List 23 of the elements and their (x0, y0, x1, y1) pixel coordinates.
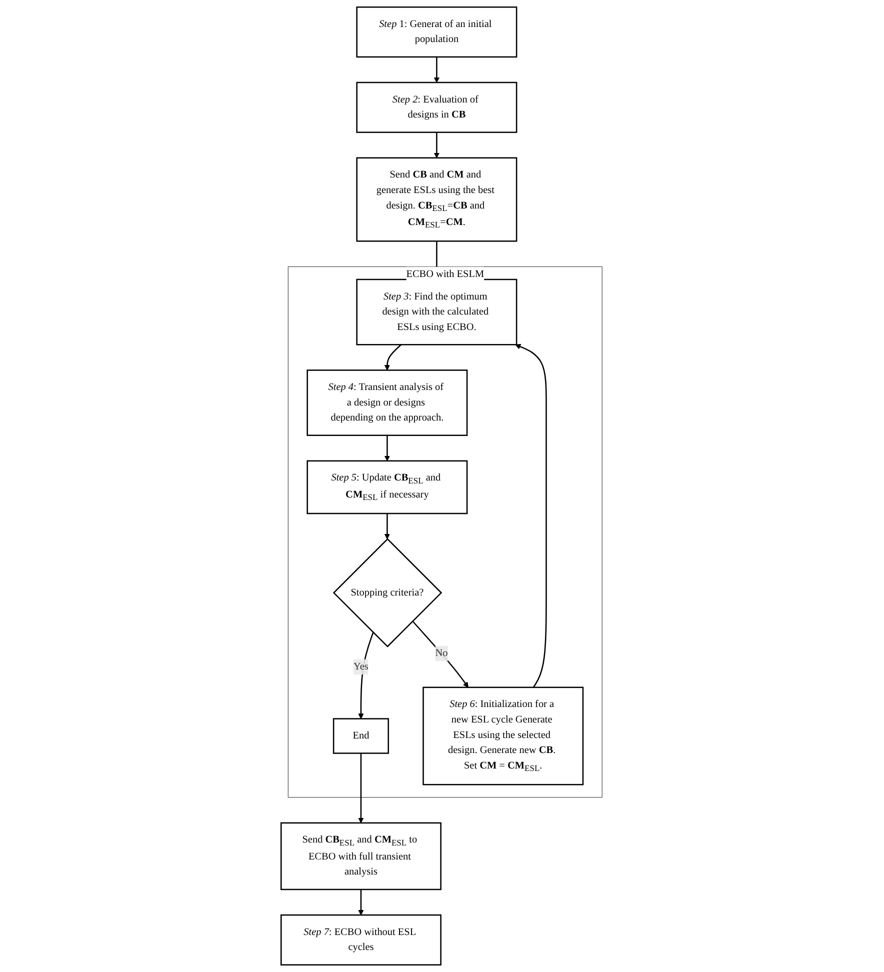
edge-label: Yes (354, 661, 369, 672)
edge-label: No (436, 648, 448, 659)
node-box: Step 7: ECBO without ESL cycles (280, 914, 442, 966)
arrow (384, 344, 402, 370)
node-box: Step 5: Update CB$_{ESL}$ and CM$_{ESL}$ if necessary (307, 460, 468, 514)
arrow (384, 514, 390, 540)
arrow (434, 56, 440, 83)
node-diamond: Stopping criteria? (333, 538, 443, 648)
arrow (358, 632, 374, 720)
node-box: Step 2: Evaluation of designs in CB (356, 82, 518, 133)
arrow (384, 435, 390, 462)
node-box: Step 1: Generat of an initial population (356, 6, 518, 58)
node-box: End (333, 718, 390, 754)
arrow (358, 753, 364, 824)
node-box: Send CB and CM and generate ESLs using the best design. CB$_{ESL}$=CB and CM$_{ESL}$=CM. (356, 157, 518, 242)
node-box: Step 6: Initialization for a new ESL cycle Generate ESLs using the selected design. Generate new CB. Set CM = CM$_{ESL}$. (422, 686, 584, 786)
node-box: Step 4: Transient analysis of a design or designs depending on the approach. (307, 370, 468, 436)
arrow (412, 620, 469, 688)
arrow (434, 132, 440, 158)
node-box: Send CB$_{ESL}$ and CM$_{ESL}$ to ECBO with full transient analysis (280, 822, 442, 890)
arrow (358, 890, 364, 916)
arrow (516, 344, 548, 688)
node-box: Step 3: Find the optimum design with the calculated ESLs using ECBO. (356, 278, 518, 346)
